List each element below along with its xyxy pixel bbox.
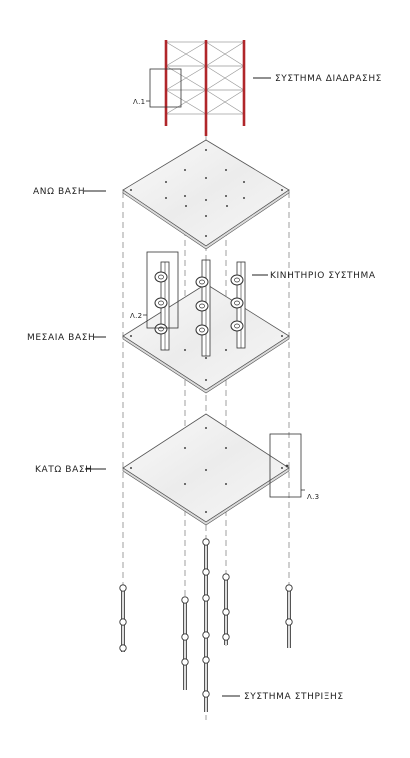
label-bottom-base: ΚΑΤΩ ΒΑΣΗ <box>35 465 92 475</box>
callout-label-l2: Λ.2 <box>130 312 142 320</box>
support-leg-center-right <box>222 573 230 645</box>
bottom-base-plate <box>122 413 290 526</box>
callout-box-l2: Λ.2 <box>130 251 179 329</box>
support-leg-left <box>119 584 127 652</box>
label-interaction-system: ΣΥΣΤΗΜΑ ΔΙΑΔΡΑΣΗΣ <box>275 74 382 84</box>
label-moving-system: ΚΙΝΗΤΗΡΙΟ ΣΥΣΤΗΜΑ <box>270 271 376 281</box>
moving-system <box>154 259 246 357</box>
spindle-center <box>195 259 211 357</box>
spindle-right <box>230 261 246 349</box>
support-system <box>119 538 293 712</box>
label-middle-base: ΜΕΣΑΙΑ ΒΑΣΗ <box>27 333 95 343</box>
support-leg-center-left <box>181 596 189 690</box>
callout-label-l1: Λ.1 <box>133 98 145 106</box>
callout-box-l1: Λ.1 <box>133 68 182 108</box>
top-base-plate <box>122 139 290 250</box>
callout-label-l3: Λ.3 <box>307 493 319 501</box>
callout-box-l3: Λ.3 <box>269 433 319 501</box>
spindle-left <box>154 261 170 351</box>
label-support-system: ΣΥΣΤΗΜΑ ΣΤΗΡΙΞΗΣ <box>244 692 344 702</box>
interaction-frame <box>164 40 246 136</box>
label-top-base: ΑΝΩ ΒΑΣΗ <box>33 187 85 197</box>
support-leg-center <box>202 538 210 712</box>
support-leg-right <box>285 584 293 648</box>
